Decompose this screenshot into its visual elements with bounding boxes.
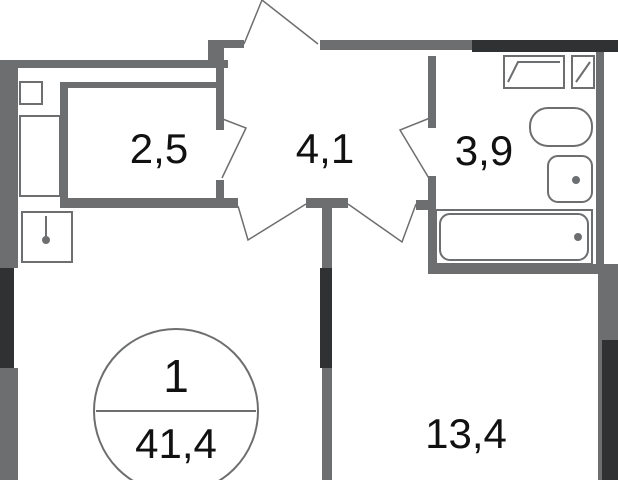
wall-hall-left-bottom bbox=[216, 180, 224, 200]
bath-sink-icon bbox=[547, 155, 593, 203]
window-top-right bbox=[472, 40, 618, 52]
door-bedroom-left bbox=[237, 203, 307, 242]
wall-bath-bottom bbox=[428, 264, 606, 274]
bathtub-icon bbox=[435, 209, 593, 265]
bathroom-fixtures bbox=[435, 55, 595, 265]
wall-bath-right bbox=[596, 50, 604, 272]
window-right bbox=[602, 340, 618, 480]
wall-left-top bbox=[0, 60, 18, 268]
wall-left-bottom bbox=[0, 368, 18, 480]
wall-storage-bottom bbox=[60, 198, 238, 208]
wall-hall-left-top bbox=[216, 40, 224, 130]
windows bbox=[0, 40, 618, 480]
wall-storage-left bbox=[60, 82, 68, 202]
wall-top-left-ext bbox=[208, 40, 244, 48]
kitchen-sink-icon bbox=[21, 211, 73, 263]
wall-storage-top bbox=[60, 82, 224, 88]
washing-machine-icon bbox=[503, 55, 565, 89]
badge-rooms-count: 1 bbox=[163, 350, 189, 402]
wall-top-left bbox=[0, 60, 228, 68]
door-bath bbox=[398, 117, 431, 181]
doors bbox=[219, 0, 431, 244]
counter-icon bbox=[19, 115, 61, 197]
door-bedroom-right bbox=[347, 203, 417, 244]
room-area-bedroom: 13,4 bbox=[425, 410, 507, 457]
room-area-hall: 4,1 bbox=[295, 125, 355, 172]
wall-bath-floor bbox=[416, 200, 436, 210]
wall-top-right bbox=[320, 40, 480, 50]
kitchen-fixtures bbox=[19, 81, 73, 263]
toilet-icon bbox=[529, 107, 593, 147]
window-partition bbox=[320, 268, 332, 368]
wall-step bbox=[208, 40, 216, 68]
door-hall-top bbox=[243, 0, 319, 45]
apartment-badge bbox=[93, 328, 259, 480]
window-left bbox=[0, 268, 14, 368]
wall-bath-left-bottom bbox=[428, 176, 436, 272]
room-area-storage: 2,5 bbox=[129, 125, 189, 172]
door-storage bbox=[219, 117, 248, 179]
badge-total-area: 41,4 bbox=[135, 420, 217, 467]
shelf-icon bbox=[571, 55, 595, 89]
room-area-bathroom: 3,9 bbox=[454, 127, 514, 174]
wall-bath-left-top bbox=[428, 56, 436, 128]
stove-icon bbox=[19, 81, 43, 105]
